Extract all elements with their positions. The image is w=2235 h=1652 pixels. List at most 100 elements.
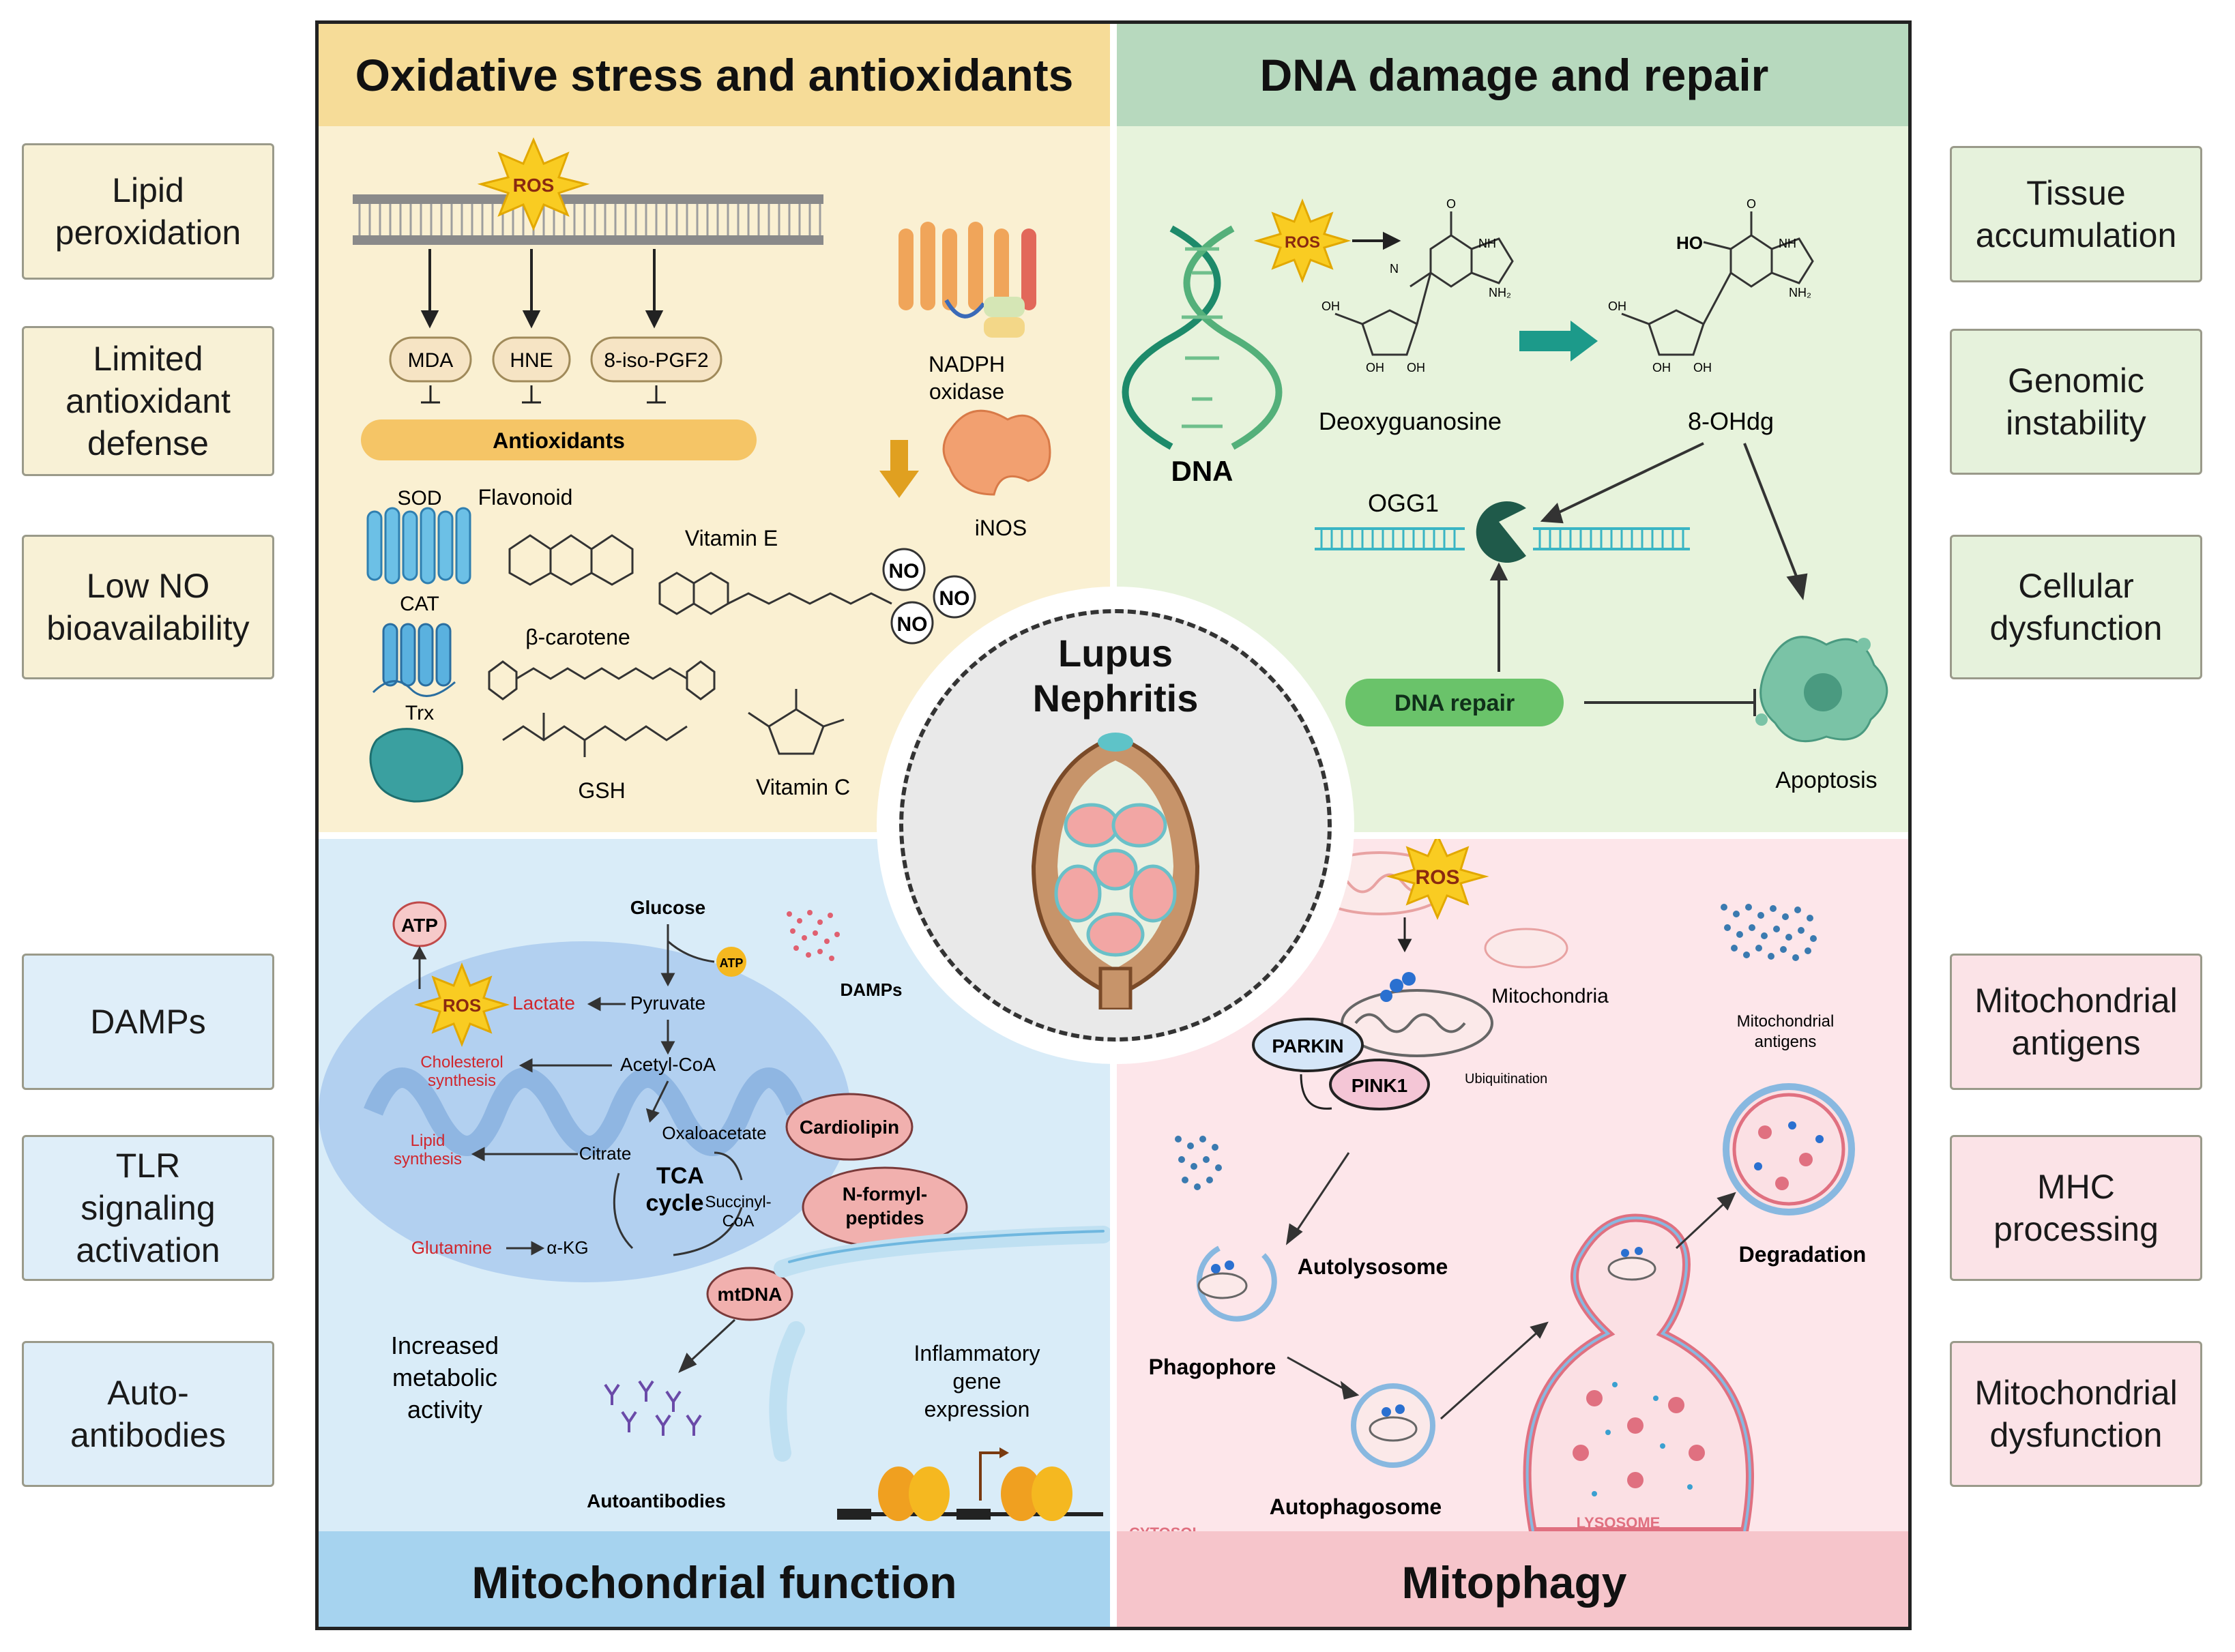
mito-function-title: Mitochondrial function bbox=[319, 1531, 1110, 1627]
kidney-glomerulus-icon bbox=[1031, 733, 1200, 1009]
svg-text:OH: OH bbox=[1321, 299, 1340, 313]
mito-dysfunction-line2: dysfunction bbox=[1989, 1416, 2163, 1454]
lysosome-label: LYSOSOME bbox=[1577, 1514, 1661, 1531]
sod-protein-icon bbox=[366, 507, 471, 585]
lysosome-icon bbox=[1523, 1213, 1754, 1531]
pink1-badge: PINK1 bbox=[1329, 1059, 1430, 1110]
lupus-label: Lupus bbox=[1058, 632, 1173, 675]
ros-label: ROS bbox=[513, 175, 555, 196]
svg-text:O: O bbox=[1747, 197, 1756, 211]
beta-carotene-label: β-carotene bbox=[525, 625, 630, 649]
vitamin-e-structure-icon bbox=[658, 572, 892, 615]
svg-text:NH₂: NH₂ bbox=[1789, 286, 1811, 299]
no-molecule-icon: NO bbox=[890, 601, 934, 645]
mito-tubule-icon bbox=[769, 1226, 1110, 1462]
limited-antioxidant-line2: antioxidant bbox=[65, 382, 231, 420]
mito-antigens-line1: Mitochondrial bbox=[1974, 982, 2178, 1020]
autoantibodies-box: Auto-antibodies bbox=[22, 1341, 274, 1487]
ros-star-icon: ROS bbox=[1386, 839, 1489, 920]
degradation-label: Degradation bbox=[1739, 1242, 1867, 1267]
svg-text:MDA: MDA bbox=[408, 349, 454, 372]
mito-function-illustration: ATP ROS Glucose ATP Pyruvate bbox=[319, 897, 1110, 1521]
cat-protein-icon bbox=[372, 623, 456, 697]
flavonoid-label: Flavonoid bbox=[478, 485, 573, 510]
damps-box: DAMPs bbox=[22, 954, 274, 1090]
autoantibodies-line2: antibodies bbox=[70, 1416, 226, 1454]
low-no-line2: bioavailability bbox=[46, 609, 250, 647]
ogg1-label: OGG1 bbox=[1368, 489, 1439, 517]
mitochondria-label: Mitochondria bbox=[1491, 985, 1609, 1007]
mito-antigens-label-2: antigens bbox=[1755, 1033, 1817, 1051]
lipid-peroxidation-line2: peroxidation bbox=[55, 213, 242, 252]
autolysosome-label: Autolysosome bbox=[1298, 1254, 1448, 1279]
inos-label: iNOS bbox=[975, 516, 1027, 540]
increased-label-3: activity bbox=[407, 1396, 482, 1424]
mito-antigens-line2: antigens bbox=[2011, 1024, 2141, 1062]
mda-pill: MDA bbox=[389, 336, 472, 383]
svg-text:OH: OH bbox=[1652, 361, 1671, 374]
lipid-peroxidation-box: Lipid peroxidation bbox=[22, 143, 274, 280]
dna-label: DNA bbox=[1171, 455, 1233, 487]
svg-text:HNE: HNE bbox=[510, 349, 553, 372]
phagophore-label: Phagophore bbox=[1149, 1355, 1276, 1379]
svg-text:O: O bbox=[1446, 197, 1456, 211]
no-molecule-icon: NO bbox=[933, 575, 976, 619]
lipid-synthesis-label-2: synthesis bbox=[394, 1150, 462, 1168]
tca-label-1: TCA bbox=[656, 1163, 704, 1189]
mitophagy-title: Mitophagy bbox=[1117, 1531, 1908, 1627]
svg-text:NO: NO bbox=[897, 613, 928, 636]
svg-text:PINK1: PINK1 bbox=[1352, 1075, 1407, 1096]
blue-dots-icon bbox=[1175, 1136, 1222, 1190]
trx-label: Trx bbox=[405, 702, 434, 724]
svg-text:OH: OH bbox=[1407, 361, 1425, 374]
nadph-oxidase-icon bbox=[899, 222, 1036, 338]
cardiolipin-badge: Cardiolipin bbox=[785, 1093, 914, 1161]
ros-star-icon: ROS bbox=[413, 962, 510, 1048]
citrate-label: Citrate bbox=[579, 1143, 632, 1164]
sod-label: SOD bbox=[397, 487, 441, 510]
damps-label: DAMPs bbox=[840, 979, 902, 1000]
mitochondrion-shape bbox=[319, 941, 851, 1282]
vitamin-c-label: Vitamin C bbox=[756, 775, 850, 799]
succinyl-label-2: CoA bbox=[722, 1212, 755, 1230]
autophagosome-icon bbox=[1351, 1383, 1435, 1468]
gsh-label: GSH bbox=[578, 778, 625, 803]
svg-text:NO: NO bbox=[889, 560, 920, 582]
mito-dysfunction-box: Mitochondrial dysfunction bbox=[1950, 1341, 2202, 1487]
apoptosis-cell-icon bbox=[1755, 636, 1888, 743]
atp-small-badge: ATP bbox=[716, 947, 746, 977]
svg-text:NO: NO bbox=[939, 587, 970, 610]
dna-damage-panel: DNA damage and repair DNA ROS bbox=[1117, 24, 1908, 832]
oxaloacetate-label: Oxaloacetate bbox=[662, 1123, 766, 1143]
mitophagy-illustration: ROS Mitochondria Mitochondrial antigens bbox=[1129, 839, 1867, 1531]
inos-icon bbox=[942, 409, 1051, 496]
svg-text:NH: NH bbox=[1478, 237, 1496, 250]
lupus-nephritis-title: Lupus Nephritis bbox=[945, 631, 1286, 721]
increased-label-1: Increased bbox=[391, 1331, 499, 1359]
lactate-label: Lactate bbox=[512, 992, 575, 1014]
inflammatory-label-3: expression bbox=[924, 1397, 1030, 1421]
cholesterol-label-1: Cholesterol bbox=[420, 1053, 503, 1072]
damps-line1: DAMPs bbox=[90, 1003, 206, 1041]
deoxyguanosine-structure-icon bbox=[1334, 211, 1514, 356]
svg-text:mtDNA: mtDNA bbox=[718, 1284, 783, 1305]
cat-label: CAT bbox=[400, 593, 439, 615]
cell-membrane bbox=[353, 194, 823, 245]
no-molecule-icon: NO bbox=[882, 548, 926, 591]
nadph-label-1: NADPH bbox=[929, 352, 1005, 377]
inflammatory-label-2: gene bbox=[952, 1369, 1001, 1393]
gsh-structure-icon bbox=[502, 713, 688, 757]
succinyl-label-1: Succinyl- bbox=[705, 1193, 771, 1211]
lipid-peroxidation-line1: Lipid bbox=[112, 171, 184, 209]
svg-text:ROS: ROS bbox=[443, 995, 481, 1016]
autoantibodies-label: Autoantibodies bbox=[587, 1490, 726, 1511]
mito-dysfunction-line1: Mitochondrial bbox=[1974, 1374, 2178, 1412]
svg-text:N: N bbox=[1390, 262, 1399, 276]
dna-damage-illustration: DNA ROS O NH NH₂ bbox=[1122, 197, 1888, 793]
antibodies-icon bbox=[604, 1380, 702, 1436]
